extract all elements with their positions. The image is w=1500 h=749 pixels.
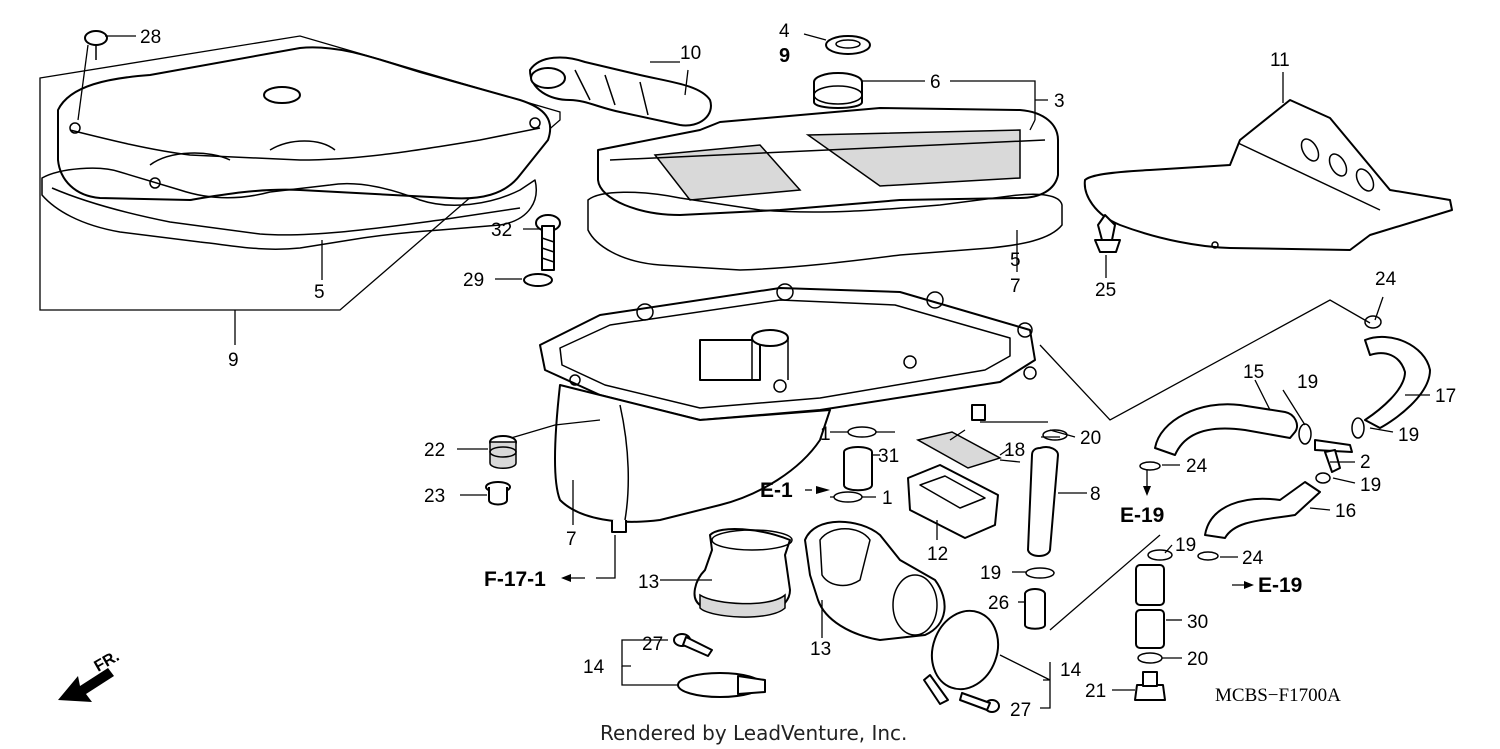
snorkel-duct — [529, 56, 712, 127]
heat-shield — [1083, 99, 1453, 251]
plug-26 — [1024, 588, 1046, 630]
drain-tube-8 — [1027, 446, 1059, 557]
part-number: 1 — [820, 424, 831, 445]
diagram-code: MCBS−F1700A — [1215, 685, 1341, 706]
front-direction-label: FR. — [92, 648, 123, 676]
part-number: 17 — [1435, 386, 1456, 407]
part-number: 26 — [988, 593, 1009, 614]
part-number: 31 — [878, 446, 899, 467]
clips-19-right — [1147, 417, 1365, 561]
part-number: 7 — [1010, 276, 1021, 297]
part-number: 19 — [1175, 535, 1196, 556]
part-number: 24 — [1242, 548, 1264, 569]
part-number: 11 — [1270, 50, 1290, 71]
clip-1b — [833, 491, 863, 503]
part-number: 15 — [1243, 362, 1264, 383]
part-number: 30 — [1187, 612, 1208, 633]
clip-1a — [847, 426, 877, 438]
part-number: 14 — [583, 657, 605, 678]
hose-15 — [1154, 403, 1298, 456]
band-14b — [923, 609, 1000, 705]
part-number: 32 — [491, 220, 512, 241]
part-number: 7 — [566, 529, 577, 550]
part-number: 3 — [1054, 91, 1065, 112]
band-14a — [677, 672, 766, 698]
part-number: 29 — [463, 270, 484, 291]
air-cleaner-case — [539, 283, 1037, 533]
part-number: 28 — [140, 27, 161, 48]
reference-f17: F-17-1 — [484, 568, 546, 591]
push-clip — [1094, 214, 1121, 253]
part-number: 20 — [1187, 649, 1208, 670]
part-number: 22 — [424, 440, 445, 461]
part-number: 21 — [1085, 681, 1106, 702]
part-number: 19 — [1360, 475, 1381, 496]
cap-21 — [1134, 671, 1166, 701]
part-number: 2 — [1360, 452, 1371, 473]
part-number: 19 — [1398, 425, 1419, 446]
collar-23 — [485, 481, 511, 506]
arrow-heads — [561, 486, 1254, 589]
part-number: 19 — [980, 563, 1001, 584]
screw-27b — [959, 692, 1000, 713]
front-direction-arrow: FR. — [58, 648, 122, 702]
part-number-labels: 28 5 9 10 4 9 6 3 5 7 11 25 32 29 24 15 … — [140, 21, 1456, 721]
clip-19-lower — [1025, 567, 1055, 579]
part-number: 10 — [680, 43, 701, 64]
part-number: 27 — [1010, 700, 1031, 721]
part-number: 25 — [1095, 280, 1116, 301]
reference-e19-top: E-19 — [1120, 504, 1164, 527]
part-number: 14 — [1060, 660, 1082, 681]
part-number: 9 — [228, 350, 239, 371]
part-number: 8 — [1090, 484, 1101, 505]
part-number: 23 — [424, 486, 445, 507]
part-number: 12 — [927, 544, 948, 565]
part-number: 6 — [930, 72, 941, 93]
part-number: 19 — [1297, 372, 1318, 393]
seal-ring — [825, 35, 871, 55]
cap-31 — [843, 446, 873, 492]
part-number: 16 — [1335, 501, 1356, 522]
grommet — [813, 72, 863, 109]
part-number: 24 — [1375, 269, 1397, 290]
joint-2 — [1314, 439, 1353, 473]
screw-28 — [84, 30, 108, 60]
clip-20c — [1137, 652, 1163, 664]
part-number: 27 — [642, 634, 663, 655]
part-number: 18 — [1004, 440, 1025, 461]
hose-16 — [1204, 481, 1321, 539]
part-number: 13 — [810, 639, 831, 660]
reference-e1: E-1 — [760, 479, 793, 502]
clips-24 — [1139, 315, 1382, 561]
part-number: 1 — [882, 488, 893, 509]
part-number: 9 — [779, 45, 790, 67]
insulator-13a — [693, 527, 793, 618]
element-18 — [915, 431, 1002, 469]
part-number: 5 — [314, 282, 325, 303]
part-number: 4 — [779, 21, 790, 42]
grommet-22 — [489, 435, 517, 469]
hose-17 — [1364, 335, 1431, 429]
leader-lines — [77, 33, 1430, 709]
tube-30 — [1135, 564, 1165, 649]
part-number: 20 — [1080, 428, 1101, 449]
washer-29 — [523, 273, 553, 287]
bolt-32 — [535, 214, 561, 271]
footer-credit: Rendered by LeadVenture, Inc. — [600, 721, 907, 745]
air-cleaner-cover — [39, 35, 561, 311]
part-number: 13 — [638, 572, 659, 593]
section-references: E-1 E-19 E-19 F-17-1 — [484, 479, 1302, 597]
part-number: 24 — [1186, 456, 1208, 477]
part-number: 5 — [1010, 250, 1021, 271]
reference-e19-bottom: E-19 — [1258, 574, 1302, 597]
case-12 — [907, 464, 999, 539]
air-filter-element — [587, 107, 1063, 271]
screw-27a — [673, 633, 713, 657]
insulator-13b — [804, 520, 946, 641]
